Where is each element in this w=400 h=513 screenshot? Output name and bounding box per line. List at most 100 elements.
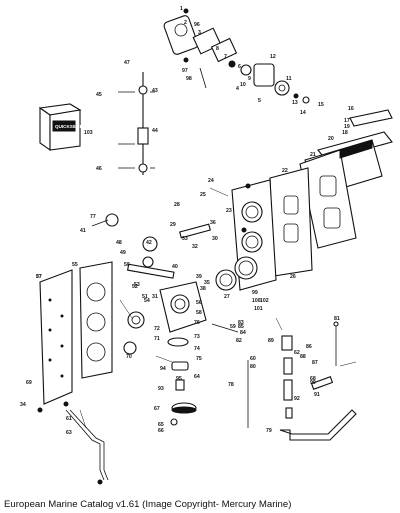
callout: 46: [96, 166, 102, 172]
callout: 97: [182, 68, 188, 74]
callout: 48: [116, 240, 122, 246]
callout: 23: [226, 208, 232, 214]
callout: 51: [142, 294, 148, 300]
reed-block-assembly: [269, 109, 393, 277]
callout: 45: [96, 92, 102, 98]
callout: 43: [152, 88, 158, 94]
intake-manifold: [215, 179, 277, 291]
callout: 7: [224, 54, 227, 60]
side-cover-plate: [39, 261, 113, 405]
callout: 70: [126, 354, 132, 360]
callout: 101: [254, 306, 263, 312]
callout: 61: [66, 416, 72, 422]
callout: 32: [192, 244, 198, 250]
callout: 87: [312, 360, 318, 366]
callout: 35: [204, 280, 210, 286]
callout: 57: [36, 274, 42, 280]
callout: 36: [210, 220, 216, 226]
callout: 103: [84, 130, 93, 136]
callout: 11: [286, 76, 292, 82]
leader-lines: [79, 187, 357, 429]
callout: 8: [216, 46, 219, 52]
callout: 19: [344, 124, 350, 130]
callout: 15: [318, 102, 324, 108]
callout: 59: [230, 324, 236, 330]
callout: 77: [90, 214, 96, 220]
callout: 25: [200, 192, 206, 198]
callout: 93: [158, 386, 164, 392]
callout: 91: [314, 392, 320, 398]
callout: 98: [186, 76, 192, 82]
primer-parts: [91, 213, 239, 426]
callout: 30: [212, 236, 218, 242]
callout: 90: [310, 380, 316, 386]
callout: 95: [176, 376, 182, 382]
hose-and-bolts: [37, 401, 109, 485]
callout: 4: [236, 86, 239, 92]
callout: 56: [196, 300, 202, 306]
callout: 2: [184, 20, 187, 26]
callout: 52: [132, 284, 138, 290]
callout: 6: [238, 64, 241, 70]
callout: 38: [200, 286, 206, 292]
callout: 82: [236, 338, 242, 344]
callout: 84: [240, 330, 246, 336]
callout: 1: [180, 6, 183, 12]
callout: 42: [146, 240, 152, 246]
callout: 69: [26, 380, 32, 386]
throttle-body: [123, 263, 207, 355]
callout: 22: [282, 168, 288, 174]
callout: 44: [152, 128, 158, 134]
callout: 58: [196, 310, 202, 316]
callout: 33: [182, 236, 188, 242]
throttle-linkage: [118, 72, 155, 175]
callout: 78: [228, 382, 234, 388]
callout: 73: [194, 334, 200, 340]
callout: 85: [238, 324, 244, 330]
callout-numbers: 1 2 3 4 5 6 7 8 9 10 11 12 13 14 15 16 1…: [20, 6, 354, 436]
callout: 94: [160, 366, 166, 372]
callout: 63: [66, 430, 72, 436]
callout: 18: [342, 130, 348, 136]
callout: 67: [154, 406, 160, 412]
callout: 9: [248, 76, 251, 82]
callout: 49: [120, 250, 126, 256]
callout: 102: [260, 298, 269, 304]
callout: 28: [174, 202, 180, 208]
callout: 92: [294, 396, 300, 402]
callout: 12: [270, 54, 276, 60]
callout: 47: [124, 60, 130, 66]
fuel-line-assembly: [247, 321, 357, 441]
callout: 88: [300, 354, 306, 360]
callout: 66: [158, 428, 164, 434]
callout: 26: [290, 274, 296, 280]
callout: 24: [208, 178, 214, 184]
callout: 17: [344, 118, 350, 124]
callout: 81: [334, 316, 340, 322]
callout: 10: [240, 82, 246, 88]
callout: 72: [154, 326, 160, 332]
callout: 74: [194, 346, 200, 352]
callout: 3: [198, 30, 201, 36]
fuel-pump-assembly: [163, 8, 310, 104]
callout: 100: [252, 298, 261, 304]
callout: 13: [292, 100, 298, 106]
callout: 79: [266, 428, 272, 434]
callout: 40: [172, 264, 178, 270]
callout: 5: [258, 98, 261, 104]
callout: 89: [268, 338, 274, 344]
callout: 75: [196, 356, 202, 362]
callout: 21: [310, 152, 316, 158]
callout: 55: [72, 262, 78, 268]
callout: 53: [134, 282, 140, 288]
callout: 27: [224, 294, 230, 300]
callout: 14: [300, 110, 306, 116]
callout: 86: [306, 344, 312, 350]
callout: 71: [154, 336, 160, 342]
callout: 29: [170, 222, 176, 228]
callout: 80: [250, 364, 256, 370]
callout: 99: [252, 290, 258, 296]
callout: 16: [348, 106, 354, 112]
callout: 34: [20, 402, 26, 408]
